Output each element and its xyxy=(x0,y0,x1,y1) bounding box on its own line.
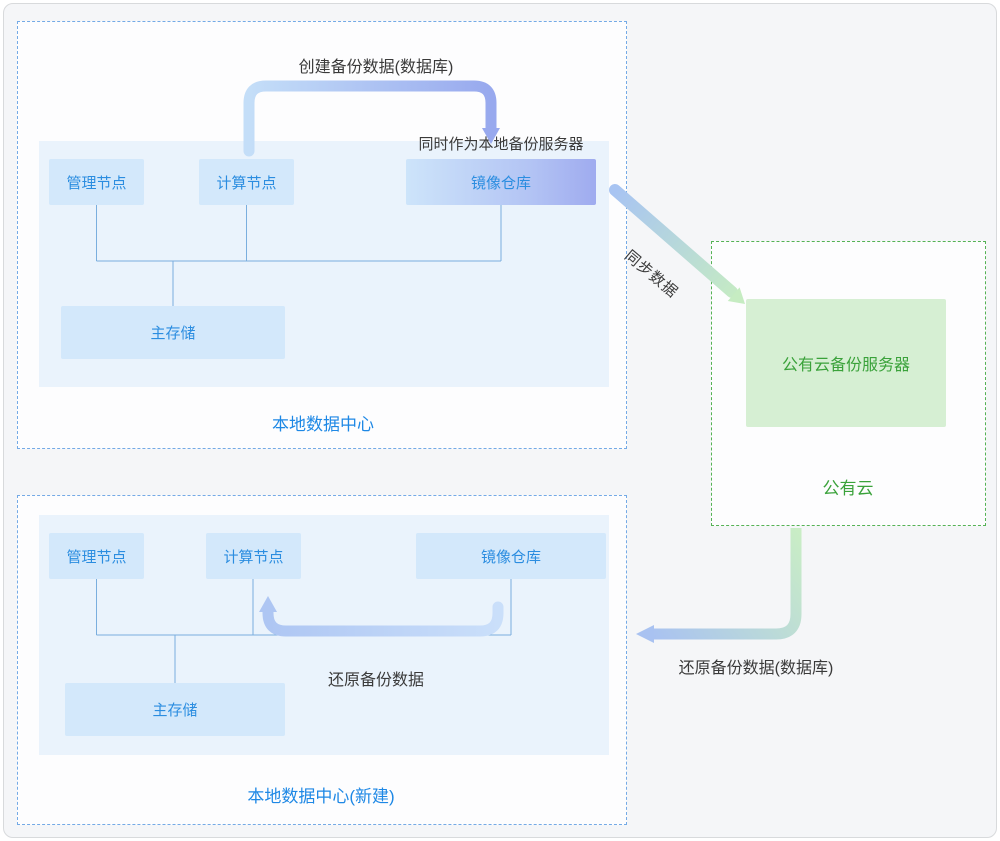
public-cloud-label: 公有云 xyxy=(822,479,874,498)
node-mirror-repo-2-label: 镜像仓库 xyxy=(480,548,541,566)
create-backup-label: 创建备份数据(数据库) xyxy=(298,59,454,76)
datacenter-2-label: 本地数据中心(新建) xyxy=(247,787,395,806)
node-mirror-repo-1-label: 镜像仓库 xyxy=(470,174,531,192)
cloud-backup-server: 公有云备份服务器 xyxy=(746,299,946,427)
node-compute-2-label: 计算节点 xyxy=(223,548,284,566)
node-management-1-label: 管理节点 xyxy=(66,174,127,192)
restore-local-label: 还原备份数据 xyxy=(327,672,424,689)
node-mirror-repo-2: 镜像仓库 xyxy=(416,533,606,579)
restore-backup-label: 还原备份数据(数据库) xyxy=(678,660,834,677)
node-mirror-repo-1: 镜像仓库 xyxy=(406,159,596,205)
mirror-repo-note: 同时作为本地备份服务器 xyxy=(418,136,584,153)
sync-data-label: 同步数据 xyxy=(621,247,682,302)
node-main-storage-1: 主存储 xyxy=(61,306,285,359)
datacenter-1-label: 本地数据中心 xyxy=(272,415,374,434)
node-management-2: 管理节点 xyxy=(49,533,144,579)
node-main-storage-2: 主存储 xyxy=(65,683,285,736)
node-main-storage-1-label: 主存储 xyxy=(150,325,196,342)
node-compute-1: 计算节点 xyxy=(199,159,294,205)
node-management-2-label: 管理节点 xyxy=(66,548,127,566)
node-compute-1-label: 计算节点 xyxy=(216,174,277,192)
node-main-storage-2-label: 主存储 xyxy=(152,702,198,719)
cloud-backup-server-label: 公有云备份服务器 xyxy=(781,357,910,374)
cloud-restore-arrowhead xyxy=(636,625,654,643)
diagram-canvas: 管理节点 计算节点 镜像仓库 主存储 同时作为本地备份服务器 本地数据中心 管理… xyxy=(3,3,997,838)
cloud-restore-arrow xyxy=(654,528,802,640)
node-compute-2: 计算节点 xyxy=(206,533,301,579)
node-management-1: 管理节点 xyxy=(49,159,144,205)
